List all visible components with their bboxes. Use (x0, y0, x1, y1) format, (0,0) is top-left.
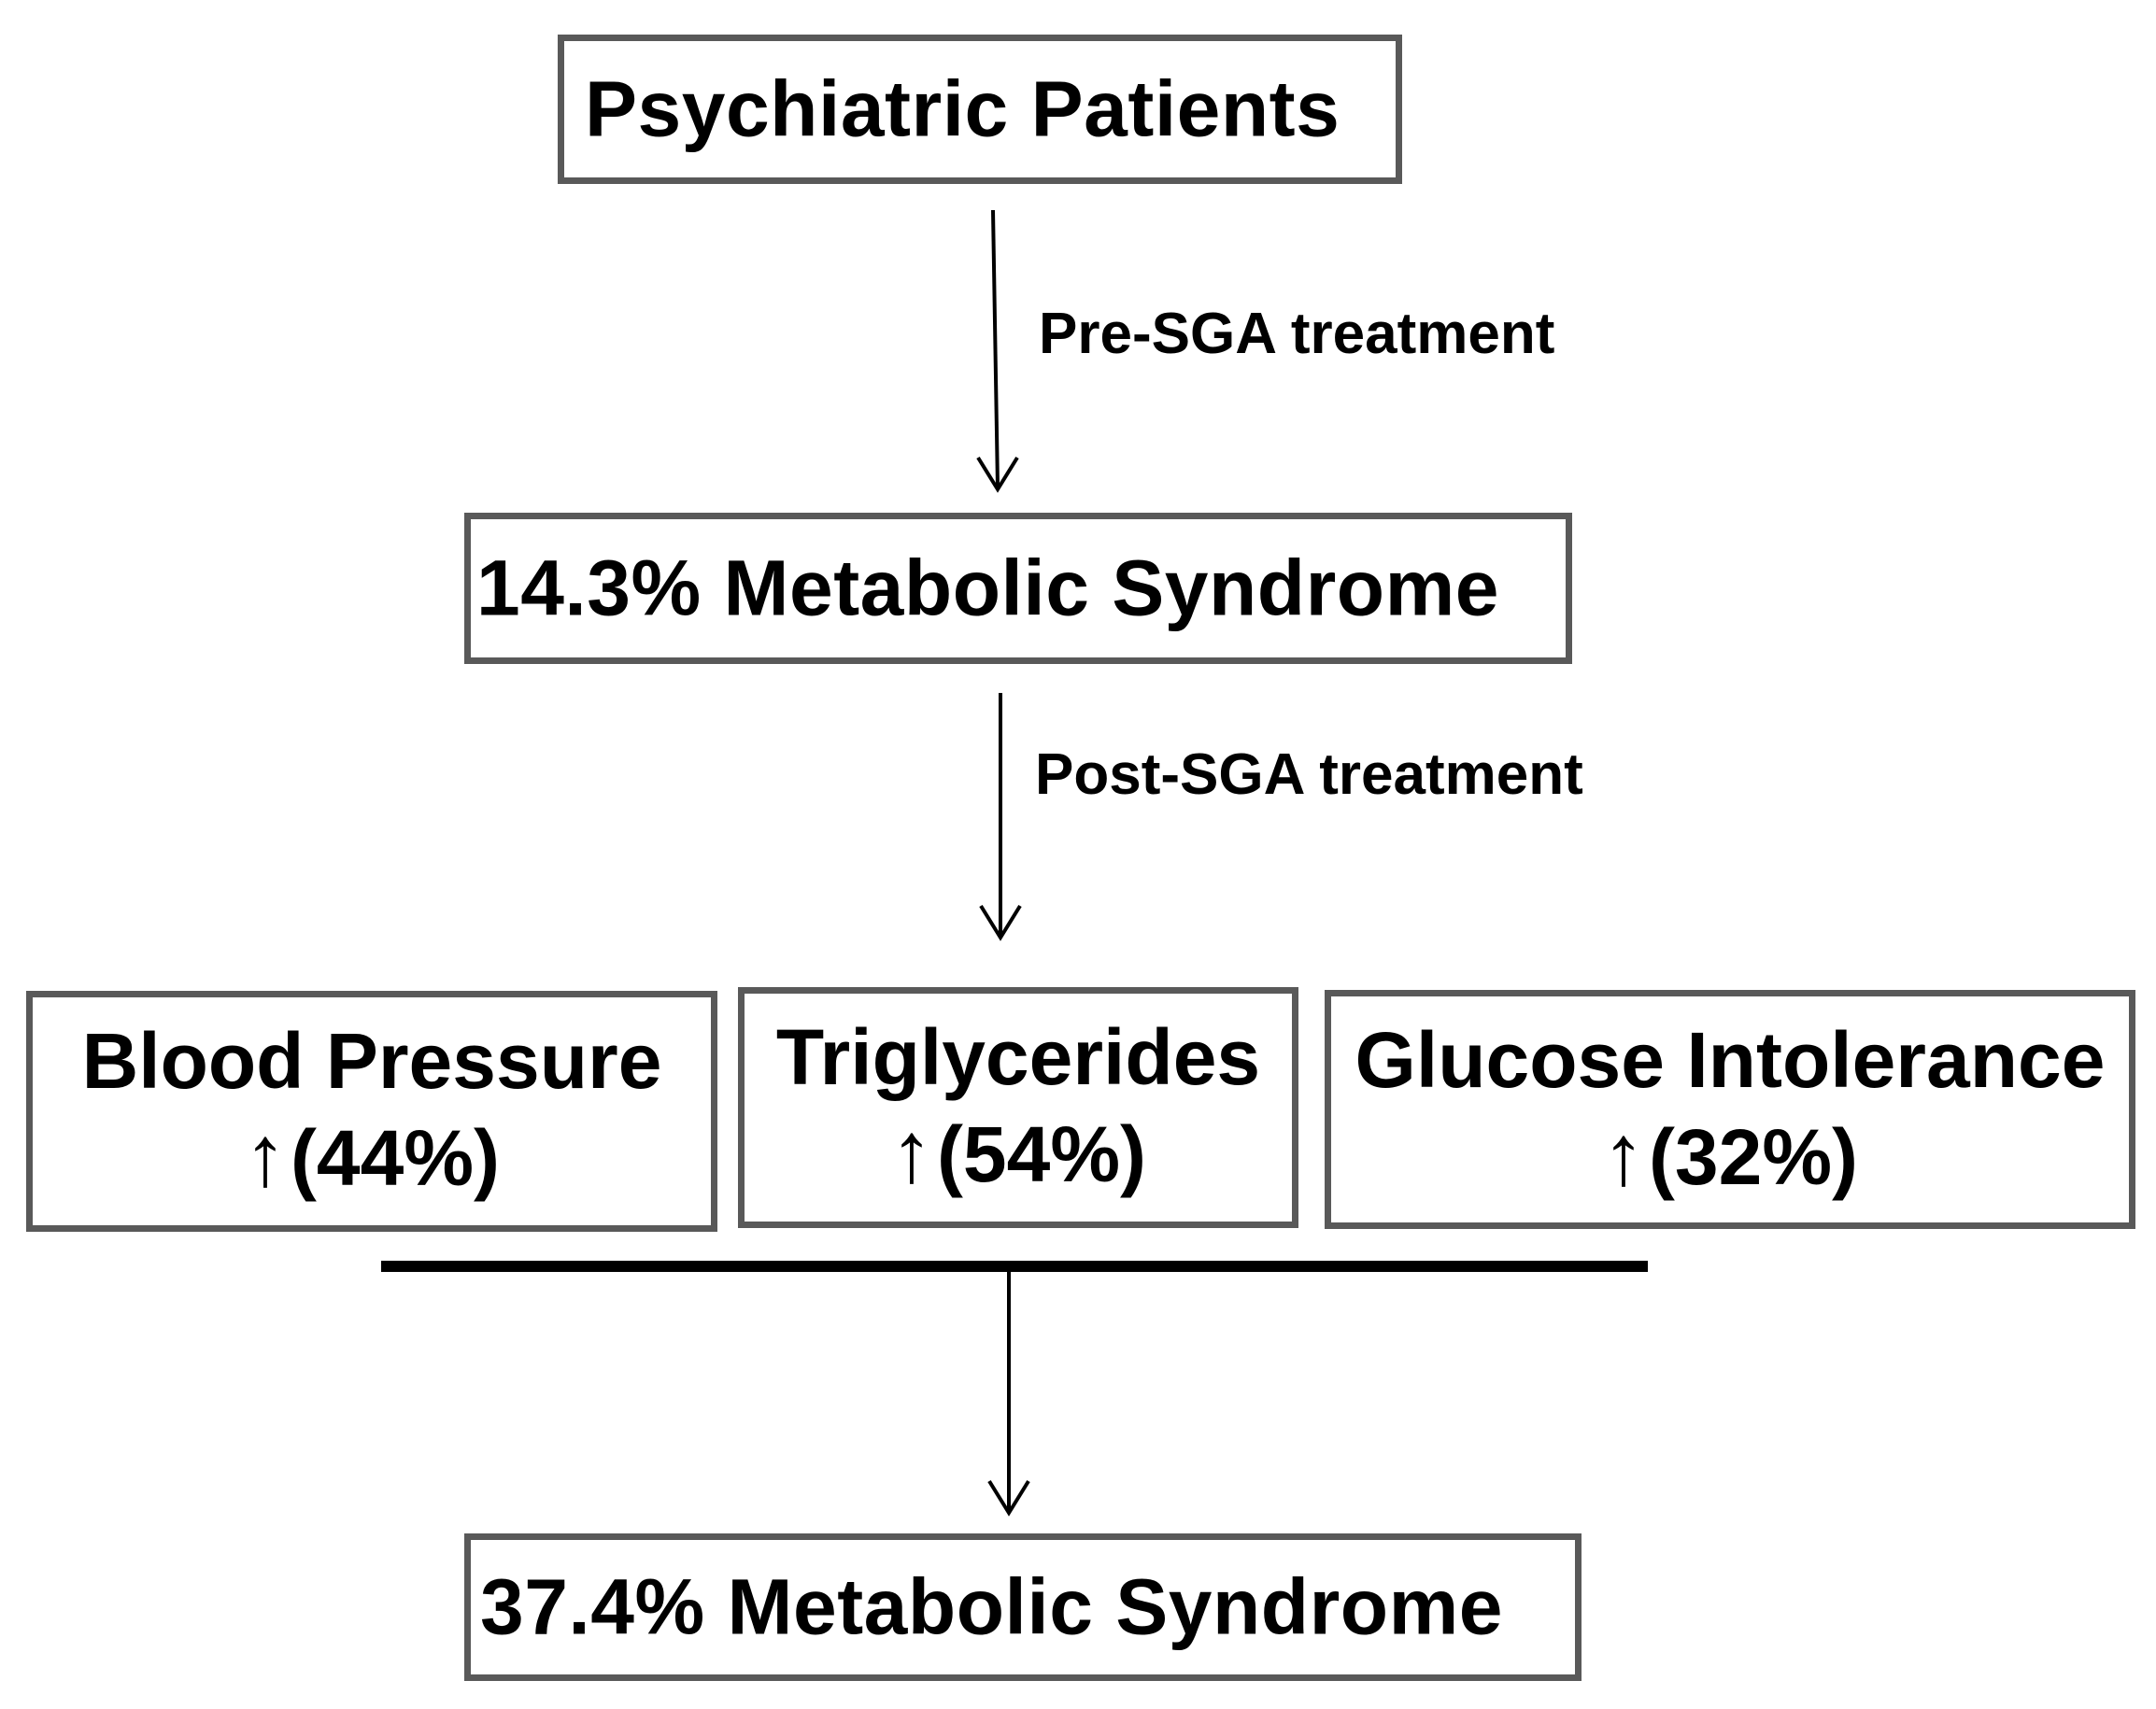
edge-label-post-sga: Post-SGA treatment (1035, 742, 1583, 807)
factor-blood-pressure-change: ↑(44%) (33, 1108, 711, 1206)
node-post-metabolic-syndrome: 37.4% Metabolic Syndrome (464, 1533, 1582, 1681)
node-pre-metabolic-syndrome: 14.3% Metabolic Syndrome (464, 513, 1572, 664)
node-post-metabolic-syndrome-label: 37.4% Metabolic Syndrome (480, 1562, 1504, 1651)
arrow-pre-head (976, 456, 1019, 493)
factor-triglycerides-value: (54%) (936, 1110, 1147, 1198)
factor-triglycerides: Triglycerides ↑(54%) (738, 987, 1298, 1228)
factor-blood-pressure: Blood Pressure ↑(44%) (26, 991, 717, 1232)
factor-glucose-intolerance-name: Glucose Intolerance (1355, 1016, 2106, 1104)
factor-triglycerides-change: ↑(54%) (745, 1104, 1292, 1202)
factor-glucose-intolerance-value: (32%) (1648, 1113, 1859, 1201)
increase-arrow-icon: ↑ (1601, 1108, 1645, 1203)
arrow-pre-shaft (991, 209, 1000, 488)
arrow-final-head (987, 1479, 1030, 1517)
factor-glucose-intolerance: Glucose Intolerance ↑(32%) (1325, 990, 2135, 1229)
factor-triglycerides-name: Triglycerides (775, 1013, 1261, 1101)
increase-arrow-icon: ↑ (889, 1105, 933, 1200)
arrow-post-head (979, 904, 1022, 941)
node-psychiatric-patients: Psychiatric Patients (558, 35, 1402, 184)
edge-label-pre-sga: Pre-SGA treatment (1039, 302, 1555, 366)
increase-arrow-icon: ↑ (243, 1109, 287, 1204)
factor-blood-pressure-name: Blood Pressure (81, 1017, 662, 1105)
node-pre-metabolic-syndrome-label: 14.3% Metabolic Syndrome (476, 544, 1500, 632)
node-psychiatric-patients-label: Psychiatric Patients (585, 64, 1340, 153)
factor-glucose-intolerance-change: ↑(32%) (1331, 1107, 2129, 1205)
factor-blood-pressure-value: (44%) (290, 1114, 501, 1202)
